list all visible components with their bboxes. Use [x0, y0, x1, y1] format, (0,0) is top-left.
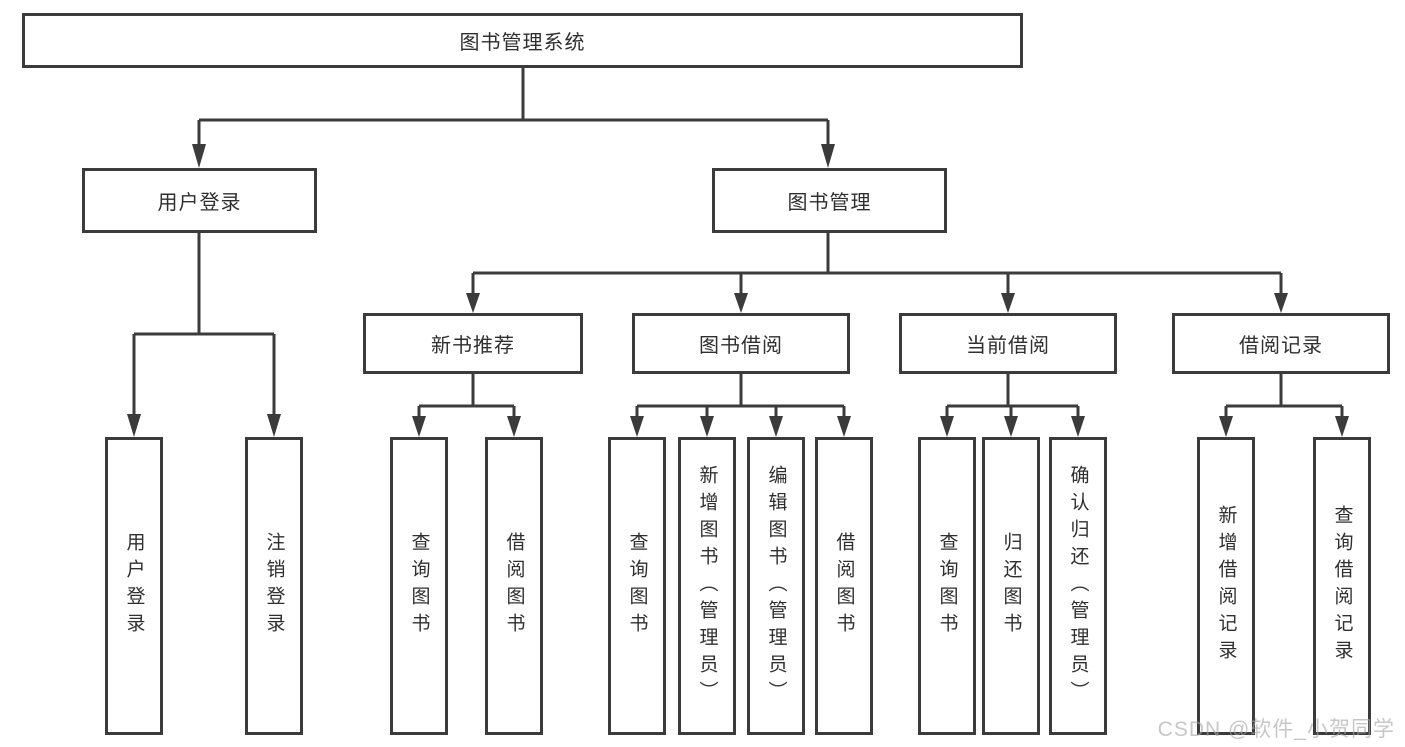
leaf-logout-label: 注销登录 [263, 532, 285, 640]
node-borrow-records-label: 借阅记录 [1239, 335, 1323, 357]
leaf-borrow-books-label: 借阅图书 [833, 532, 855, 640]
leaf-confirm-return-admin-label: 确认归还（管理员） [1067, 464, 1089, 708]
leaf-user-login: 用户登录 [105, 437, 163, 735]
leaf-logout: 注销登录 [245, 437, 303, 735]
leaf-add-book-admin-label: 新增图书（管理员） [696, 464, 718, 708]
node-root: 图书管理系统 [22, 13, 1023, 68]
leaf-edit-book-admin: 编辑图书（管理员） [747, 437, 805, 735]
leaf-query-borrow-record: 查询借阅记录 [1313, 437, 1371, 735]
leaf-query-books-recommend-label: 查询图书 [408, 532, 430, 640]
leaf-add-borrow-record: 新增借阅记录 [1197, 437, 1255, 735]
leaf-query-books-current: 查询图书 [918, 437, 976, 735]
node-book-management: 图书管理 [712, 168, 947, 233]
node-user-login: 用户登录 [82, 168, 317, 233]
leaf-return-books: 归还图书 [982, 437, 1040, 735]
node-book-borrow-label: 图书借阅 [699, 335, 783, 357]
node-book-management-label: 图书管理 [787, 192, 872, 214]
leaf-add-book-admin: 新增图书（管理员） [678, 437, 736, 735]
leaf-query-books-recommend: 查询图书 [390, 437, 448, 735]
leaf-borrow-books: 借阅图书 [815, 437, 873, 735]
leaf-borrow-books-recommend: 借阅图书 [485, 437, 543, 735]
node-borrow-records: 借阅记录 [1172, 313, 1390, 374]
node-new-book-recommend-label: 新书推荐 [431, 335, 515, 357]
node-current-borrow: 当前借阅 [899, 313, 1117, 374]
leaf-query-books-borrow-label: 查询图书 [626, 532, 648, 640]
leaf-query-books-borrow: 查询图书 [608, 437, 666, 735]
leaf-return-books-label: 归还图书 [1000, 532, 1022, 640]
node-root-label: 图书管理系统 [459, 32, 586, 54]
node-book-borrow: 图书借阅 [632, 313, 850, 374]
csdn-watermark: CSDN @软件_小贺同学 [1157, 718, 1395, 741]
leaf-borrow-books-recommend-label: 借阅图书 [503, 532, 525, 640]
leaf-query-books-current-label: 查询图书 [936, 532, 958, 640]
arrowheads [127, 144, 1349, 437]
leaf-confirm-return-admin: 确认归还（管理员） [1049, 437, 1107, 735]
node-new-book-recommend: 新书推荐 [363, 313, 583, 374]
leaf-add-borrow-record-label: 新增借阅记录 [1215, 505, 1237, 667]
leaf-edit-book-admin-label: 编辑图书（管理员） [765, 464, 787, 708]
node-current-borrow-label: 当前借阅 [966, 335, 1050, 357]
node-user-login-label: 用户登录 [157, 192, 242, 214]
leaf-user-login-label: 用户登录 [123, 532, 145, 640]
leaf-query-borrow-record-label: 查询借阅记录 [1331, 505, 1353, 667]
